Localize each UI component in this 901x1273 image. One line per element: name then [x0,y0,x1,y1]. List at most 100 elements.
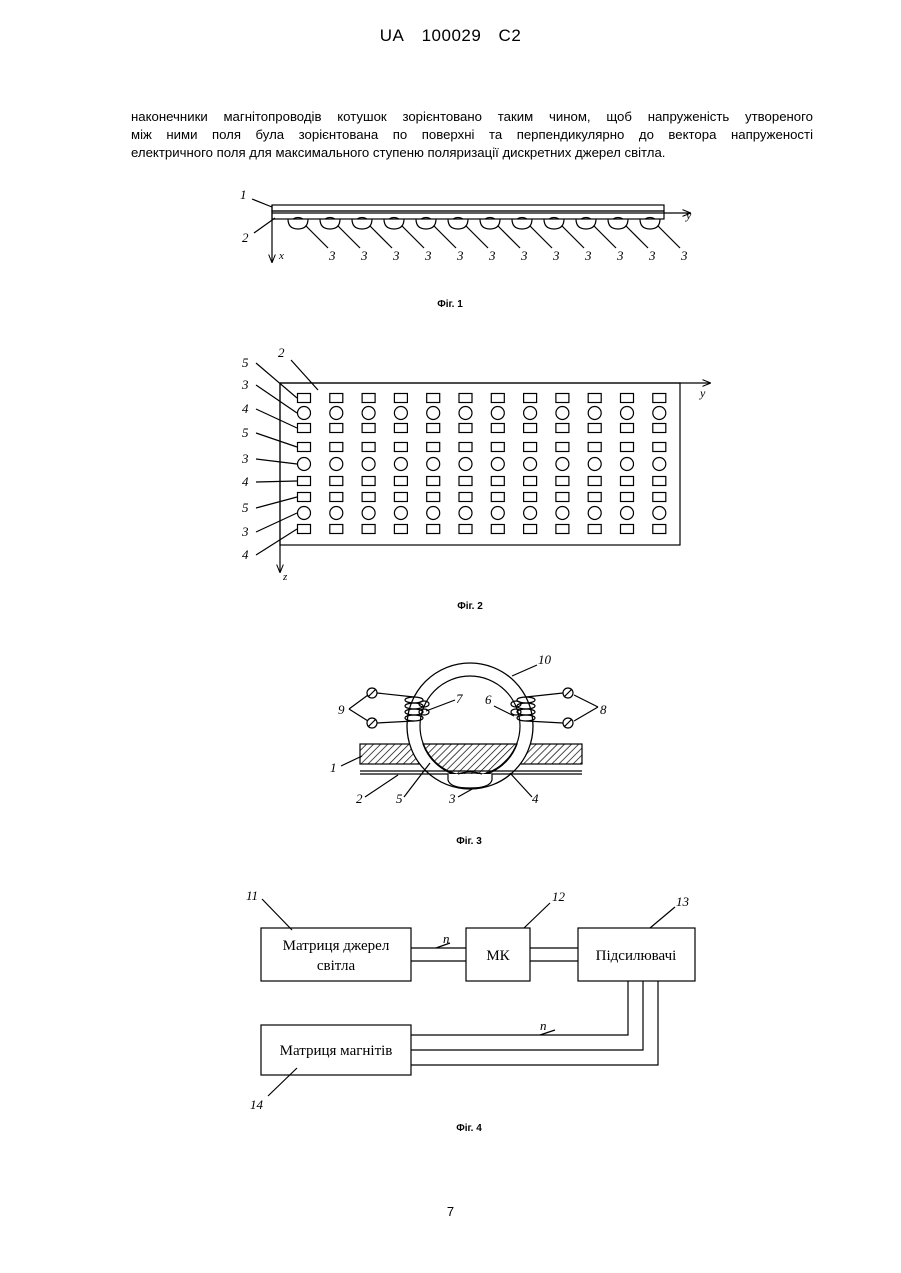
fig2-element-circle [491,458,504,471]
fig1-leader-3 [594,226,616,248]
fig2-element-rect [394,525,407,534]
fig2-element-rect [524,525,537,534]
fig1-light-source-3 [448,219,468,229]
fig2-element-rect [653,477,666,486]
fig2-element-rect [394,424,407,433]
fig4-amplifiers-label: Підсилювачі [596,948,677,964]
fig1-caption: Фіг. 1 [437,299,463,310]
fig2-axis-y-label: y [699,386,706,400]
page-number: 7 [0,1204,901,1219]
fig4-bus-label-top: n [443,931,450,946]
fig4-label-13: 13 [676,894,690,909]
fig2-element-rect [330,424,343,433]
fig2-element-circle [362,407,375,420]
fig2-element-rect [330,443,343,452]
fig2-element-circle [427,458,440,471]
fig1-label-3: 3 [360,248,368,263]
fig1-leader-3 [626,226,648,248]
fig3-light-source-3 [448,774,492,788]
fig2-element-circle [491,507,504,520]
fig2-element-rect [362,525,375,534]
fig1-labels-3: 333333333333 [328,248,688,263]
fig1-label-3: 3 [616,248,624,263]
fig4-texts: Матриця джерел світла МК Підсилювачі Мат… [280,938,677,1059]
figure-2 [256,360,710,572]
fig1-label-3: 3 [392,248,400,263]
fig2-element-circle [298,407,311,420]
fig2-element-rect [459,525,472,534]
fig2-side-leader [256,497,297,508]
fig1-label-3: 3 [552,248,560,263]
fig2-element-circle [556,507,569,520]
fig3-label-10: 10 [538,652,552,667]
fig1-light-source-3 [320,219,340,229]
fig4-label-12: 12 [552,889,566,904]
fig1-leader-3 [402,226,424,248]
fig2-element-rect [298,443,311,452]
fig2-element-rect [298,525,311,534]
fig1-label-1: 1 [240,187,247,202]
fig2-element-rect [427,394,440,403]
fig2-side-label: 4 [242,401,249,416]
fig2-leader-2 [291,360,318,390]
fig2-element-rect [556,424,569,433]
fig1-light-source-3 [544,219,564,229]
fig2-element-rect [621,394,634,403]
fig2-element-rect [653,394,666,403]
fig1-label-3: 3 [648,248,656,263]
fig2-element-rect [330,493,343,502]
fig2-element-circle [524,407,537,420]
fig2-element-rect [427,443,440,452]
fig4-light-matrix-line2: світла [317,958,356,974]
fig2-element-rect [588,394,601,403]
figure-3 [341,663,598,797]
fig2-element-circle [394,407,407,420]
fig2-element-rect [491,443,504,452]
fig2-side-label: 4 [242,547,249,562]
fig2-element-rect [459,424,472,433]
fig2-element-rect [621,477,634,486]
fig1-light-source-3 [512,219,532,229]
fig2-element-circle [427,507,440,520]
fig1-axis-x-label: x [278,250,284,262]
fig3-wire-left-top [377,693,414,697]
fig1-light-source-3 [384,219,404,229]
fig2-element-rect [524,443,537,452]
fig2-element-circle [394,507,407,520]
fig2-element-rect [459,394,472,403]
fig1-leader-3 [306,226,328,248]
fig2-element-rect [621,443,634,452]
figure-4 [261,899,695,1096]
fig2-element-circle [524,458,537,471]
fig2-element-circle [556,407,569,420]
fig2-element-rect [330,525,343,534]
fig2-side-labels: 534534534 [241,355,249,562]
fig2-element-circle [427,407,440,420]
fig1-label-3: 3 [584,248,592,263]
fig2-element-rect [362,477,375,486]
fig2-side-leader [256,481,297,482]
fig2-element-rect [556,477,569,486]
fig2-side-leader [256,513,297,532]
fig2-element-rect [491,477,504,486]
fig2-element-circle [330,407,343,420]
fig2-element-circle [298,507,311,520]
fig3-wire-right-top [526,693,563,697]
fig2-element-circle [362,507,375,520]
fig2-side-leaders [256,363,297,555]
fig2-element-circle [524,507,537,520]
fig2-element-rect [491,493,504,502]
fig3-label-7: 7 [456,691,463,706]
fig2-side-leader [256,385,297,413]
fig2-side-leader [256,529,297,555]
fig3-label-8: 8 [600,702,607,717]
fig2-side-label: 3 [241,524,249,539]
fig1-leader-3 [370,226,392,248]
fig1-leader-3 [562,226,584,248]
fig2-element-rect [394,493,407,502]
fig2-element-circle [362,458,375,471]
fig2-element-rect [621,424,634,433]
fig4-labels: 11 12 13 14 n n [246,888,690,1112]
fig2-element-rect [459,493,472,502]
fig2-element-rect [524,493,537,502]
